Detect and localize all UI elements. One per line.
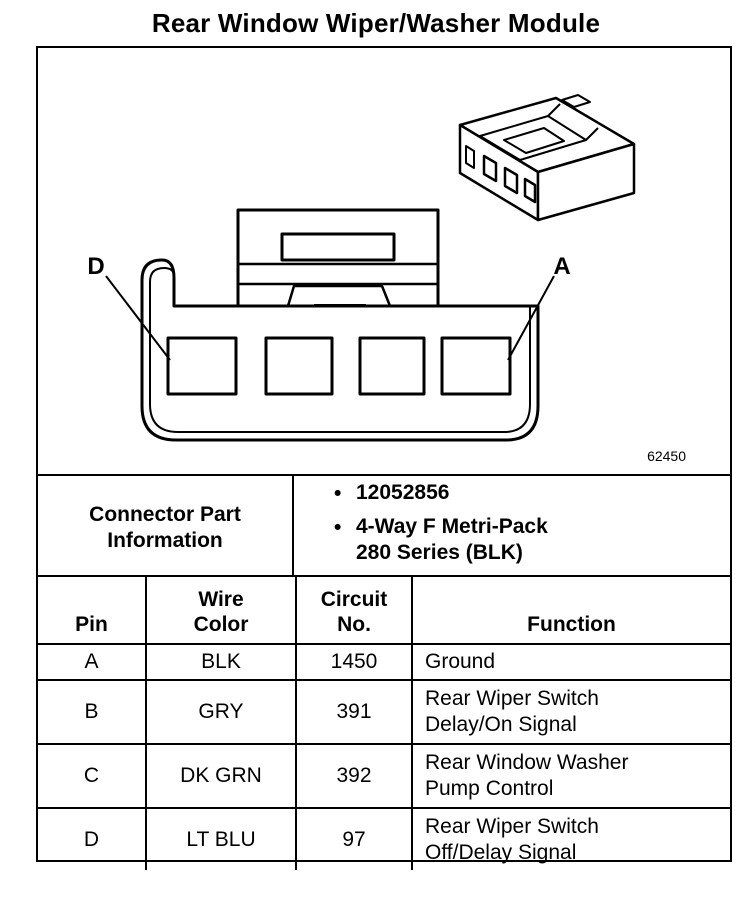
connector-diagram: D A 62450 [38, 48, 730, 474]
pin-label-a: A [553, 253, 570, 280]
cell-pin: B [38, 679, 147, 745]
cell-function: Rear Wiper Switch Off/Delay Signal [411, 807, 730, 870]
bullet-description: • [334, 516, 342, 539]
part-info-label-line1: Connector Part [89, 502, 241, 526]
part-info-label: Connector Part Information [38, 476, 294, 575]
part-description-line1: 4-Way F Metri-Pack [356, 515, 548, 538]
pin-label-d: D [87, 253, 104, 280]
part-info-label-line2: Information [107, 528, 223, 552]
header-wire-color: Wire Color [145, 575, 297, 645]
cell-wire-color: BLK [145, 643, 297, 681]
cell-wire-color: GRY [145, 679, 297, 745]
cell-function: Rear Wiper Switch Delay/On Signal [411, 679, 730, 745]
table-header-row: Pin Wire Color Circuit No. Function [38, 575, 730, 645]
connector-face [140, 208, 540, 442]
cell-function: Ground [411, 643, 730, 681]
table-row: D LT BLU 97 Rear Wiper Switch Off/Delay … [38, 807, 730, 870]
cell-wire-color: LT BLU [145, 807, 297, 870]
cell-wire-color: DK GRN [145, 743, 297, 809]
cell-function: Rear Window Washer Pump Control [411, 743, 730, 809]
leader-line-a [507, 275, 555, 361]
header-circuit: Circuit No. [295, 575, 413, 645]
cell-circuit: 392 [295, 743, 413, 809]
table-row: C DK GRN 392 Rear Window Washer Pump Con… [38, 743, 730, 809]
part-number: 12052856 [356, 481, 450, 504]
cell-pin: D [38, 807, 147, 870]
table-row: B GRY 391 Rear Wiper Switch Delay/On Sig… [38, 679, 730, 745]
pinout-table: Pin Wire Color Circuit No. Function A BL… [38, 575, 730, 870]
part-description-line2: 280 Series (BLK) [356, 541, 523, 564]
connector-drawing: D A [87, 94, 636, 442]
bullet-part-number: • [334, 482, 342, 505]
page-title: Rear Window Wiper/Washer Module [151, 8, 601, 38]
header-pin: Pin [38, 575, 147, 645]
connector-part-info: Connector Part Information • 12052856 • … [38, 474, 730, 575]
cell-circuit: 97 [295, 807, 413, 870]
leader-line-d [105, 275, 171, 361]
cell-pin: C [38, 743, 147, 809]
cell-pin: A [38, 643, 147, 681]
table-row: A BLK 1450 Ground [38, 643, 730, 681]
cell-circuit: 1450 [295, 643, 413, 681]
header-function: Function [411, 575, 730, 645]
connector-3d-view [458, 94, 636, 222]
part-info-list: • 12052856 • 4-Way F Metri-Pack 280 Seri… [294, 476, 730, 575]
cell-circuit: 391 [295, 679, 413, 745]
figure-number: 62450 [647, 448, 686, 464]
connector-sheet: D A 62450 Connector Part Information • 1… [36, 46, 732, 870]
